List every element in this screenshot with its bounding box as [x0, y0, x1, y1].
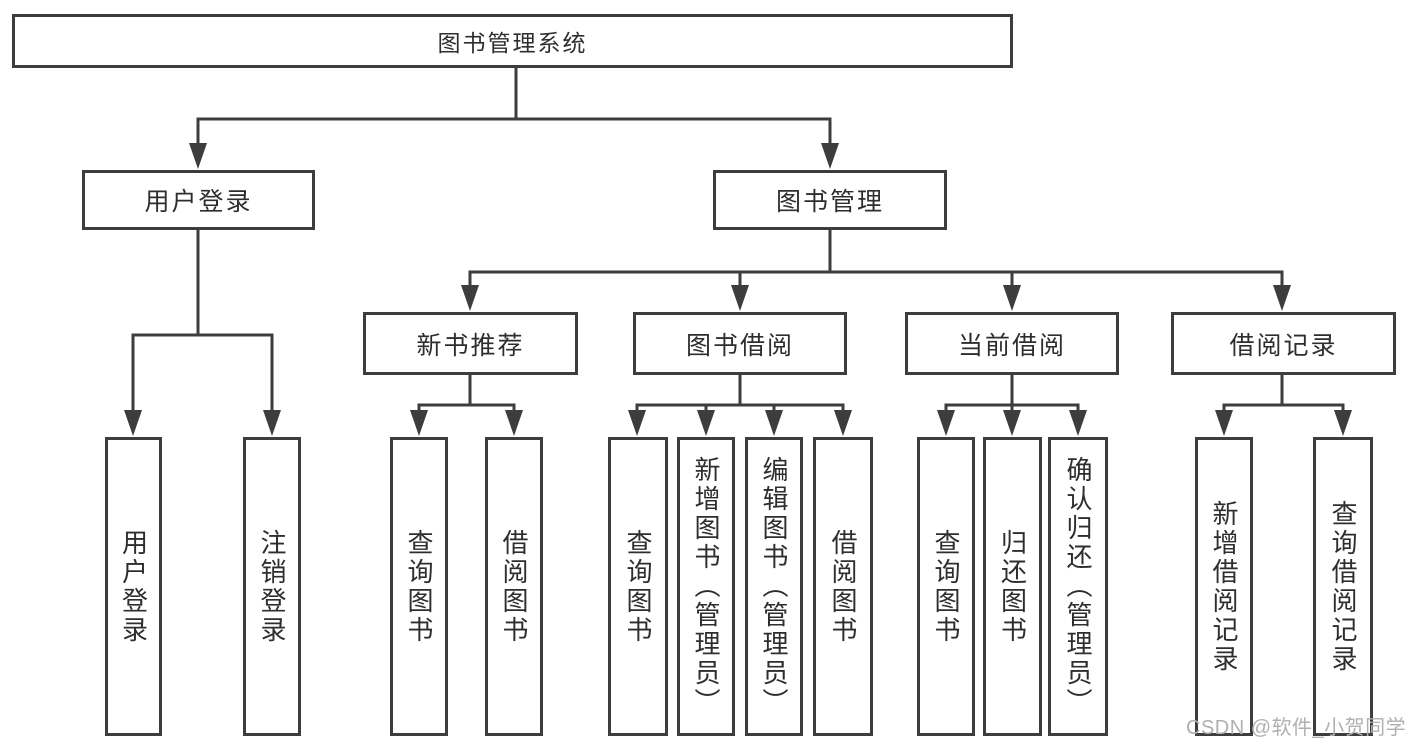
node-root: 图书管理系统: [12, 14, 1013, 68]
node-label: 确认归还（管理员）: [1063, 456, 1093, 717]
node-label: 查询图书: [404, 528, 434, 645]
node-book-borrow: 图书借阅: [633, 312, 847, 375]
node-label: 用户登录: [144, 188, 253, 216]
node-borrow-records: 借阅记录: [1171, 312, 1396, 375]
leaf-bb-borrow-books: 借阅图书: [813, 437, 873, 736]
node-label: 注销登录: [257, 528, 287, 645]
node-label: 新增图书（管理员）: [691, 456, 721, 717]
leaf-br-add-record: 新增借阅记录: [1195, 437, 1253, 736]
node-label: 新书推荐: [416, 331, 525, 360]
node-label: 借阅图书: [828, 528, 858, 645]
leaf-nb-query-books: 查询图书: [390, 437, 448, 736]
node-label: 用户登录: [118, 528, 149, 645]
node-label: 编辑图书（管理员）: [759, 456, 789, 717]
leaf-br-query-record: 查询借阅记录: [1313, 437, 1373, 736]
node-label: 查询图书: [931, 528, 961, 645]
tree-edges: [131, 66, 1345, 414]
node-user-login: 用户登录: [82, 170, 315, 230]
arrowheads: [124, 143, 1352, 436]
node-label: 图书借阅: [685, 331, 794, 360]
node-label: 借阅图书: [499, 528, 529, 645]
leaf-bb-query-books: 查询图书: [608, 437, 668, 736]
node-current-borrow: 当前借阅: [905, 312, 1119, 375]
csdn-watermark: CSDN @软件_小贺同学: [1186, 717, 1405, 739]
node-label: 查询借阅记录: [1328, 499, 1358, 674]
node-label: 新增借阅记录: [1209, 499, 1239, 674]
node-label: 图书管理系统: [437, 30, 588, 56]
leaf-user-login: 用户登录: [105, 437, 162, 736]
leaf-nb-borrow-books: 借阅图书: [485, 437, 543, 736]
node-label: 图书管理: [775, 188, 884, 216]
node-new-book-recommend: 新书推荐: [363, 312, 578, 375]
leaf-logout: 注销登录: [243, 437, 301, 736]
node-label: 当前借阅: [957, 331, 1066, 360]
node-label: 归还图书: [997, 528, 1028, 645]
leaf-cb-return-books: 归还图书: [983, 437, 1042, 736]
node-label: 借阅记录: [1229, 331, 1338, 360]
leaf-cb-query-books: 查询图书: [917, 437, 975, 736]
leaf-bb-edit-books-admin: 编辑图书（管理员）: [745, 437, 803, 736]
node-book-management: 图书管理: [713, 170, 947, 230]
leaf-cb-confirm-return-admin: 确认归还（管理员）: [1048, 437, 1108, 736]
node-label: 查询图书: [623, 528, 653, 645]
leaf-bb-add-books-admin: 新增图书（管理员）: [677, 437, 735, 736]
